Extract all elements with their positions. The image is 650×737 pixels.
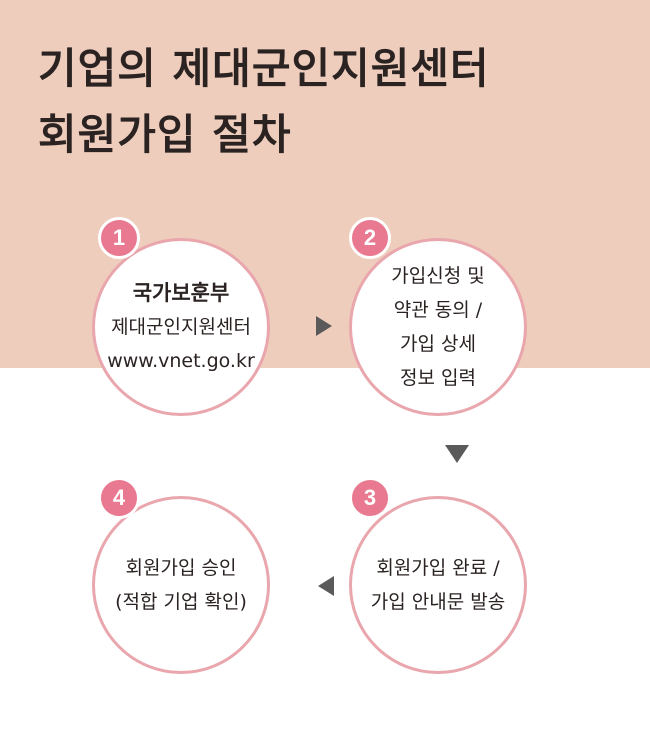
triangle-right-icon [316,316,332,336]
page-title: 기업의 제대군인지원센터 회원가입 절차 [38,36,490,168]
step-3-line-2: 가입 안내문 발송 [370,591,506,613]
step-3-badge: 3 [349,477,391,519]
step-2-circle: 가입신청 및 약관 동의 / 가입 상세 정보 입력 [349,238,527,416]
step-4-badge: 4 [98,477,140,519]
step-4-circle: 회원가입 승인 (적합 기업 확인) [92,496,270,674]
step-2-line-4: 정보 입력 [400,367,476,389]
step-2-line-1: 가입신청 및 [391,265,485,287]
title-line-1: 기업의 제대군인지원센터 [38,44,490,93]
step-1-circle: 국가보훈부 제대군인지원센터 www.vnet.go.kr [92,238,270,416]
step-1-badge: 1 [98,217,140,259]
step-1-line-1: 국가보훈부 [132,281,230,305]
step-2-line-3: 가입 상세 [400,333,476,355]
step-1-line-3: www.vnet.go.kr [107,350,255,372]
triangle-down-icon [445,445,469,463]
step-4-line-2: (적합 기업 확인) [115,591,247,613]
step-3-circle: 회원가입 완료 / 가입 안내문 발송 [349,496,527,674]
step-3-line-1: 회원가입 완료 / [376,557,500,579]
step-2-badge: 2 [349,217,391,259]
title-line-2: 회원가입 절차 [38,110,292,159]
step-1-line-2: 제대군인지원센터 [111,316,251,338]
triangle-left-icon [318,576,334,596]
step-4-line-1: 회원가입 승인 [125,557,237,579]
step-2-line-2: 약관 동의 / [393,299,483,321]
